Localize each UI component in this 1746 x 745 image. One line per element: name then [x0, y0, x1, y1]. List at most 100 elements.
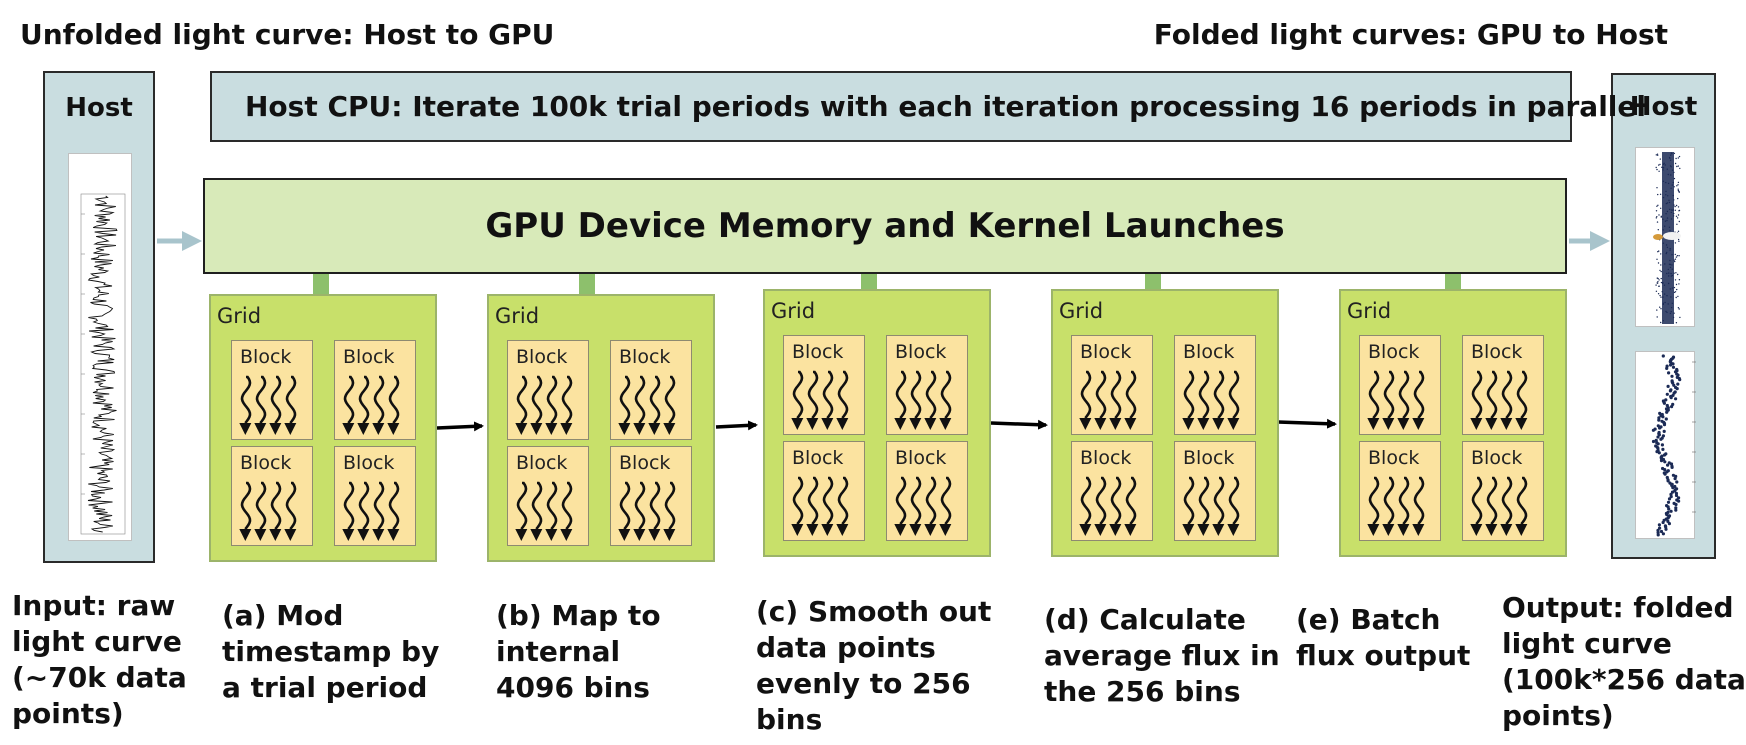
caption-line: (100k*256 data	[1502, 663, 1746, 696]
thread-line	[1228, 476, 1240, 525]
thread-line	[1110, 476, 1122, 525]
block-label: Block	[1183, 447, 1235, 469]
grid-label: Grid	[1059, 299, 1104, 323]
block-label: Block	[240, 346, 292, 368]
grid-e: Grid Block Block Block Block	[1339, 289, 1567, 557]
caption-line: (c) Smooth out	[756, 595, 992, 628]
thread-arrowhead	[1094, 524, 1107, 536]
thread-line	[1516, 476, 1528, 525]
block: Block	[1462, 335, 1544, 435]
thread-arrowhead	[1182, 418, 1195, 430]
caption-line: points)	[1502, 699, 1614, 732]
thread-line	[1398, 476, 1410, 525]
thread-icon	[1470, 370, 1528, 430]
block: Block	[507, 340, 589, 440]
thread-arrowhead	[372, 423, 385, 435]
thread-arrowhead	[254, 529, 267, 541]
host-panel-right: Host	[1611, 73, 1716, 559]
thread-arrowhead	[1124, 524, 1137, 536]
thread-arrowhead	[560, 529, 573, 541]
thread-arrowhead	[1182, 524, 1195, 536]
thread-line	[1368, 370, 1380, 419]
thread-arrowhead	[821, 524, 834, 536]
host-to-gpu-arrow	[157, 231, 202, 251]
block-label: Block	[343, 346, 395, 368]
caption-line: points)	[12, 697, 124, 730]
thread-line	[649, 481, 661, 530]
block-label: Block	[1471, 447, 1523, 469]
thread-arrowhead	[1500, 524, 1513, 536]
thread-arrowhead	[560, 423, 573, 435]
thread-line	[792, 370, 804, 419]
thread-arrowhead	[633, 529, 646, 541]
thread-arrowhead	[924, 418, 937, 430]
thread-icon	[618, 375, 676, 435]
thread-line	[822, 370, 834, 419]
thread-arrowhead	[284, 529, 297, 541]
caption-line: internal	[496, 635, 621, 668]
thread-arrowhead	[1227, 524, 1240, 536]
block-label: Block	[1471, 341, 1523, 363]
thread-arrowhead	[894, 418, 907, 430]
grid-label: Grid	[495, 304, 540, 328]
thread-arrowhead	[530, 529, 543, 541]
thread-icon	[791, 476, 849, 536]
block: Block	[334, 446, 416, 546]
caption-line: light curve	[12, 625, 182, 658]
thread-line	[1486, 476, 1498, 525]
thread-line	[358, 481, 370, 530]
thread-line	[1413, 370, 1425, 419]
thread-line	[531, 375, 543, 424]
thread-line	[388, 375, 400, 424]
thread-line	[807, 370, 819, 419]
gpu-device-memory-bar: GPU Device Memory and Kernel Launches	[203, 178, 1567, 274]
thread-arrowhead	[1412, 524, 1425, 536]
caption-step-b: (b) Map to internal 4096 bins	[496, 598, 661, 706]
block: Block	[610, 446, 692, 546]
thread-arrowhead	[1227, 418, 1240, 430]
thread-line	[388, 481, 400, 530]
thread-arrowhead	[269, 529, 282, 541]
thread-icon	[1182, 476, 1240, 536]
thread-line	[1501, 370, 1513, 419]
block: Block	[886, 441, 968, 541]
thread-line	[649, 375, 661, 424]
caption-line: flux output	[1296, 639, 1471, 672]
thread-line	[1080, 370, 1092, 419]
caption-line: (~70k data	[12, 661, 187, 694]
thread-arrowhead	[894, 524, 907, 536]
thread-arrowhead	[633, 423, 646, 435]
thread-line	[837, 476, 849, 525]
thread-arrowhead	[836, 418, 849, 430]
thread-line	[285, 481, 297, 530]
thread-line	[516, 481, 528, 530]
thread-line	[1383, 476, 1395, 525]
block: Block	[783, 441, 865, 541]
thread-line	[1198, 370, 1210, 419]
thread-arrowhead	[648, 529, 661, 541]
thread-arrowhead	[1382, 418, 1395, 430]
thread-line	[255, 375, 267, 424]
thread-arrowhead	[357, 529, 370, 541]
thread-line	[1110, 370, 1122, 419]
thread-line	[1398, 370, 1410, 419]
thread-line	[664, 481, 676, 530]
thread-arrowhead	[1109, 418, 1122, 430]
raw-curve-trace	[87, 195, 118, 533]
thread-arrowhead	[939, 418, 952, 430]
thread-arrowhead	[1485, 418, 1498, 430]
thread-arrowhead	[530, 423, 543, 435]
thread-arrowhead	[618, 423, 631, 435]
block: Block	[1174, 335, 1256, 435]
thread-arrowhead	[1367, 418, 1380, 430]
block: Block	[1174, 441, 1256, 541]
block: Block	[334, 340, 416, 440]
thread-line	[358, 375, 370, 424]
thread-arrowhead	[836, 524, 849, 536]
thread-line	[910, 476, 922, 525]
thread-arrowhead	[239, 423, 252, 435]
caption-line: light curve	[1502, 627, 1672, 660]
title-gpu-to-host: Folded light curves: GPU to Host	[1153, 18, 1668, 51]
thread-line	[940, 370, 952, 419]
thread-icon	[342, 375, 400, 435]
